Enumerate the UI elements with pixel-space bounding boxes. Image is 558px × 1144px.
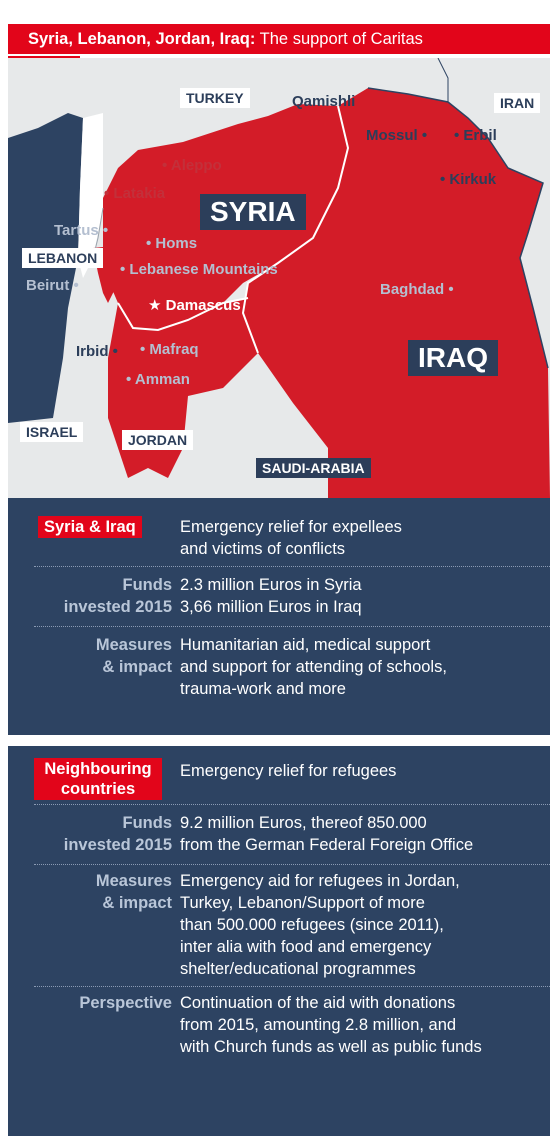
city-homs: • Homs — [146, 235, 198, 252]
country-lebanon: LEBANON — [22, 248, 104, 268]
neighbouring-panel: Neighbouring countries Emergency relief … — [8, 746, 550, 1136]
measures-label-line: Measures — [95, 636, 172, 654]
funds-value: 9.2 million Euros, thereof 850.000 from … — [180, 812, 550, 856]
measures-value-line: Emergency aid for refugees in Jordan, — [180, 872, 460, 890]
funds-value-line: 2.3 million Euros in Syria — [180, 576, 362, 594]
city-aleppo: • Aleppo — [162, 157, 222, 174]
perspective-value-line: with Church funds as well as public fund… — [180, 1038, 482, 1056]
measures-value-line: Humanitarian aid, medical support — [180, 636, 431, 654]
city-amman: • Amman — [126, 371, 190, 388]
coast-strip — [78, 113, 103, 278]
funds-label-line: invested 2015 — [63, 836, 172, 854]
neighbouring-tag-line: Neighbouring — [44, 760, 152, 778]
map-title: Syria, Lebanon, Jordan, Iraq: The suppor… — [8, 24, 550, 54]
region-map: TURKEY IRAN SYRIA IRAQ LEBANON JORDAN IS… — [8, 58, 550, 498]
funds-label: Funds invested 2015 — [64, 574, 172, 618]
syria-iraq-desc: Emergency relief for expellees and victi… — [180, 516, 550, 560]
neighbouring-tag-line: countries — [60, 780, 136, 798]
map-shapes — [8, 58, 550, 498]
measures-label: Measures & impact — [96, 634, 172, 678]
country-jordan: JORDAN — [122, 430, 194, 450]
city-beirut: Beirut • — [26, 277, 79, 294]
country-israel: ISRAEL — [20, 422, 84, 442]
measures-value-line: inter alia with food and emergency — [180, 938, 432, 956]
measures-value: Humanitarian aid, medical support and su… — [180, 634, 550, 700]
funds-value: 2.3 million Euros in Syria 3,66 million … — [180, 574, 550, 618]
city-damascus: ★ Damascus — [148, 297, 241, 314]
city-mafraq: • Mafraq — [140, 341, 199, 358]
syria-jordan-border — [117, 297, 249, 332]
measures-value-line: and support for attending of schools, — [180, 658, 447, 676]
neighbouring-tag: Neighbouring countries — [34, 758, 162, 800]
divider — [34, 986, 550, 987]
measures-label: Measures & impact — [96, 870, 172, 914]
city-erbil: • Erbil — [454, 127, 497, 144]
funds-label-line: Funds — [122, 576, 173, 594]
country-iran: IRAN — [494, 93, 541, 113]
funds-label-line: Funds — [122, 814, 173, 832]
city-latakia: • Latakia — [104, 185, 166, 202]
city-kirkuk: • Kirkuk — [440, 171, 497, 188]
measures-label-line: Measures — [95, 872, 172, 890]
measures-label-line: & impact — [102, 658, 172, 676]
syria-iraq-panel: Syria & Iraq Emergency relief for expell… — [8, 498, 550, 735]
city-irbid: Irbid • — [76, 343, 118, 360]
iraq-outer-border — [367, 87, 549, 369]
neighbouring-desc: Emergency relief for refugees — [180, 762, 397, 780]
map-title-bold: Syria, Lebanon, Jordan, Iraq: — [28, 30, 256, 48]
syria-iraq-border — [241, 105, 350, 354]
divider — [34, 566, 550, 567]
country-turkey: TURKEY — [180, 88, 250, 108]
perspective-value-line: Continuation of the aid with donations — [180, 994, 456, 1012]
map-title-rest: The support of Caritas — [255, 30, 423, 48]
measures-value-line: Turkey, Lebanon/Support of more — [180, 894, 425, 912]
iraq-shape — [243, 88, 550, 498]
divider — [34, 864, 550, 865]
perspective-value-line: from 2015, amounting 2.8 million, and — [180, 1016, 457, 1034]
funds-value-line: from the German Federal Foreign Office — [180, 836, 474, 854]
measures-label-line: & impact — [102, 894, 172, 912]
mediterranean-sea — [8, 113, 83, 423]
funds-label: Funds invested 2015 — [64, 812, 172, 856]
city-baghdad: Baghdad • — [380, 281, 454, 298]
syria-iraq-desc-line: and victims of conflicts — [180, 540, 346, 558]
country-iraq: IRAQ — [408, 340, 498, 376]
country-saudi-arabia: SAUDI-ARABIA — [256, 458, 371, 478]
title-underline — [8, 56, 80, 59]
divider — [34, 804, 550, 805]
divider — [34, 626, 550, 627]
measures-value-line: shelter/educational programmes — [180, 960, 416, 978]
city-mossul: Mossul • — [366, 127, 428, 144]
syria-iraq-tag: Syria & Iraq — [38, 516, 142, 538]
city-tartus: Tartus • — [54, 222, 109, 239]
syria-iraq-desc-line: Emergency relief for expellees — [180, 518, 402, 536]
country-syria: SYRIA — [200, 194, 306, 230]
measures-value-line: than 500.000 refugees (since 2011), — [180, 916, 444, 934]
funds-value-line: 9.2 million Euros, thereof 850.000 — [180, 814, 427, 832]
perspective-label: Perspective — [79, 994, 172, 1012]
city-lebanese-mountains: • Lebanese Mountains — [120, 261, 278, 278]
city-qamishli: Qamishli — [292, 93, 356, 110]
measures-value: Emergency aid for refugees in Jordan, Tu… — [180, 870, 550, 980]
funds-value-line: 3,66 million Euros in Iraq — [180, 598, 362, 616]
funds-label-line: invested 2015 — [63, 598, 172, 616]
turkey-border-line — [437, 58, 449, 102]
perspective-value: Continuation of the aid with donations f… — [180, 992, 550, 1058]
measures-value-line: trauma-work and more — [180, 680, 346, 698]
